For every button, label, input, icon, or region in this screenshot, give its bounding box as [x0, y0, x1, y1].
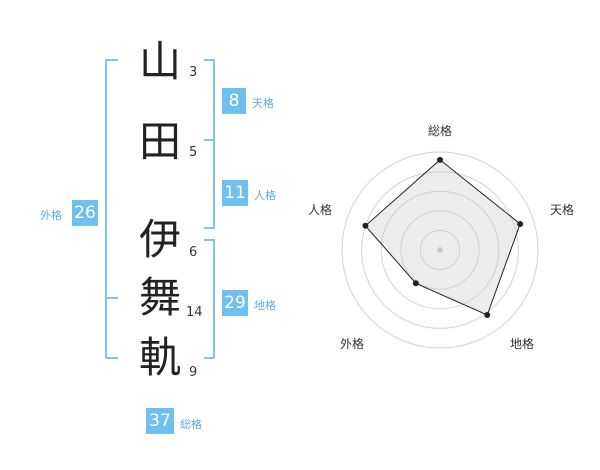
radar-point-2 — [517, 220, 524, 227]
name-char-3: 伊 — [138, 215, 181, 264]
radar-point-1 — [437, 156, 443, 163]
radar-grid-ring-3 — [380, 190, 500, 310]
stroke-count-4: 14 — [186, 305, 203, 320]
chikaku-value: 29 — [222, 290, 248, 316]
chikaku-label: 地格 — [254, 299, 276, 312]
chikaku-bracket — [204, 239, 215, 359]
radar-center-dot — [437, 247, 443, 253]
radar-axis-label-chikaku: 地格 — [510, 337, 535, 351]
name-char-5: 軌 — [138, 333, 181, 382]
name-char-1: 山 — [138, 37, 181, 86]
soukaku-value: 37 — [146, 408, 174, 434]
gaikaku-bracket — [105, 59, 118, 359]
jinkaku-value: 11 — [222, 180, 248, 206]
radar-point-4 — [412, 280, 419, 287]
name-char-4: 舞 — [138, 273, 181, 322]
radar-axis-label-soukaku: 総格 — [428, 124, 453, 138]
soukaku-label: 総格 — [180, 418, 202, 431]
stroke-count-1: 3 — [189, 65, 198, 80]
radar-point-3 — [484, 312, 491, 319]
radar-grid-ring-2 — [400, 210, 480, 290]
radar-point-5 — [362, 222, 369, 229]
radar-axis-label-gaikaku: 外格 — [340, 337, 365, 351]
stroke-count-5: 9 — [189, 365, 198, 380]
jinkaku-label: 人格 — [254, 189, 276, 202]
gaikaku-label: 外格 — [40, 209, 62, 222]
radar-axis-label-tenkaku: 天格 — [550, 203, 575, 217]
tenkaku-value: 8 — [222, 88, 246, 114]
tenkaku-label: 天格 — [252, 97, 274, 110]
stroke-count-2: 5 — [189, 145, 198, 160]
name-char-2: 田 — [138, 117, 181, 166]
radar-grid-ring-5 — [341, 151, 539, 349]
radar-grid-ring-1 — [419, 229, 461, 271]
radar-series-polygon — [364, 159, 521, 316]
jinkaku-bracket — [204, 139, 215, 229]
gaikaku-value: 26 — [72, 200, 98, 226]
stroke-count-3: 6 — [189, 245, 198, 260]
radar-grid-ring-4 — [361, 171, 519, 329]
radar-axis-label-jinkaku: 人格 — [308, 203, 333, 217]
